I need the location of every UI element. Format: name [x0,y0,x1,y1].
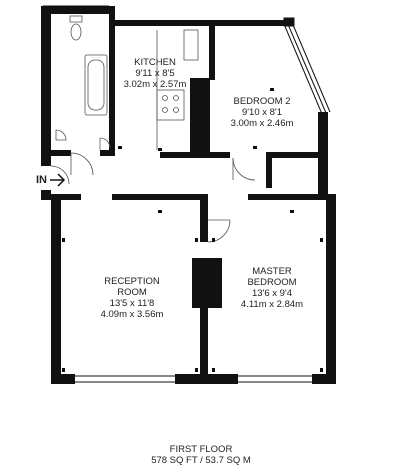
room-size-metric: 4.09m x 3.56m [100,309,164,320]
entrance-arrow-icon [50,173,66,187]
bay-window [283,17,331,115]
wall-bedroom2-stub [266,152,272,188]
room-name-line1: MASTER [252,266,292,277]
wall-kitchen-bottom [160,152,230,158]
room-name-line2: ROOM [117,287,147,298]
room-size-metric: 3.02m x 2.57m [123,79,187,90]
room-size-imperial: 9'11 x 8'5 [135,68,175,79]
wall-reception-left [51,194,61,384]
wall-left-upper [41,6,51,166]
wall-top-bedroom2 [211,20,291,26]
room-size-metric: 4.11m x 2.84m [240,299,304,310]
wall-kitchen-right [209,20,215,80]
wall-bath-bottom-left [41,150,71,156]
windows [43,5,312,383]
chimney-upper [190,78,210,158]
room-label-reception: RECEPTION ROOM 13'5 x 11'8 4.09m x 3.56m [92,276,172,320]
room-size-metric: 3.00m x 2.46m [230,118,294,129]
wall-partition-upper [200,194,208,242]
room-name: KITCHEN [134,57,176,68]
room-name-line2: BEDROOM [247,277,297,288]
toilet [70,23,82,41]
floor-caption: FIRST FLOOR 578 SQ FT / 53.7 SQ M [0,444,402,466]
chimney-lower [192,258,222,308]
basin [55,129,67,141]
wall-master-top [248,194,332,200]
wall-bedroom2-bottom [266,152,328,158]
wall-left-lower [41,190,51,200]
floor-area: 578 SQ FT / 53.7 SQ M [151,455,251,466]
dimension-ticks [62,88,323,372]
bathtub [84,54,108,116]
floor-title: FIRST FLOOR [169,444,233,455]
wall-reception-top-left [51,194,81,200]
wall-partition-lower [200,308,208,384]
kitchen-fixtures [156,29,199,150]
wall-bath-bottom-right [100,150,115,156]
wall-top-kitchen [109,20,211,26]
room-label-kitchen: KITCHEN 9'11 x 8'5 3.02m x 2.57m [120,57,190,90]
bathroom-fixtures [55,15,111,150]
room-label-bedroom2: BEDROOM 2 9'10 x 8'1 3.00m x 2.46m [222,96,302,129]
room-name-line1: RECEPTION [104,276,160,287]
wall-bottom-left [51,374,75,384]
wall-bottom-mid-right [200,374,238,384]
wall-master-right [326,194,336,384]
door-swings [50,152,256,243]
wall-bottom-mid-left [175,374,208,384]
wall-reception-top-mid [112,194,202,200]
room-label-master: MASTER BEDROOM 13'6 x 9'4 4.11m x 2.84m [232,266,312,310]
entrance-label: IN [36,174,47,186]
room-size-imperial: 13'6 x 9'4 [251,288,293,299]
room-size-imperial: 13'5 x 11'8 [109,298,155,309]
walls [41,6,336,384]
room-name: BEDROOM 2 [233,96,291,107]
wall-bottom-right [312,374,336,384]
wall-bath-kitchen [109,6,115,156]
room-size-imperial: 9'10 x 8'1 [241,107,283,118]
wall-top-bath [41,6,109,14]
